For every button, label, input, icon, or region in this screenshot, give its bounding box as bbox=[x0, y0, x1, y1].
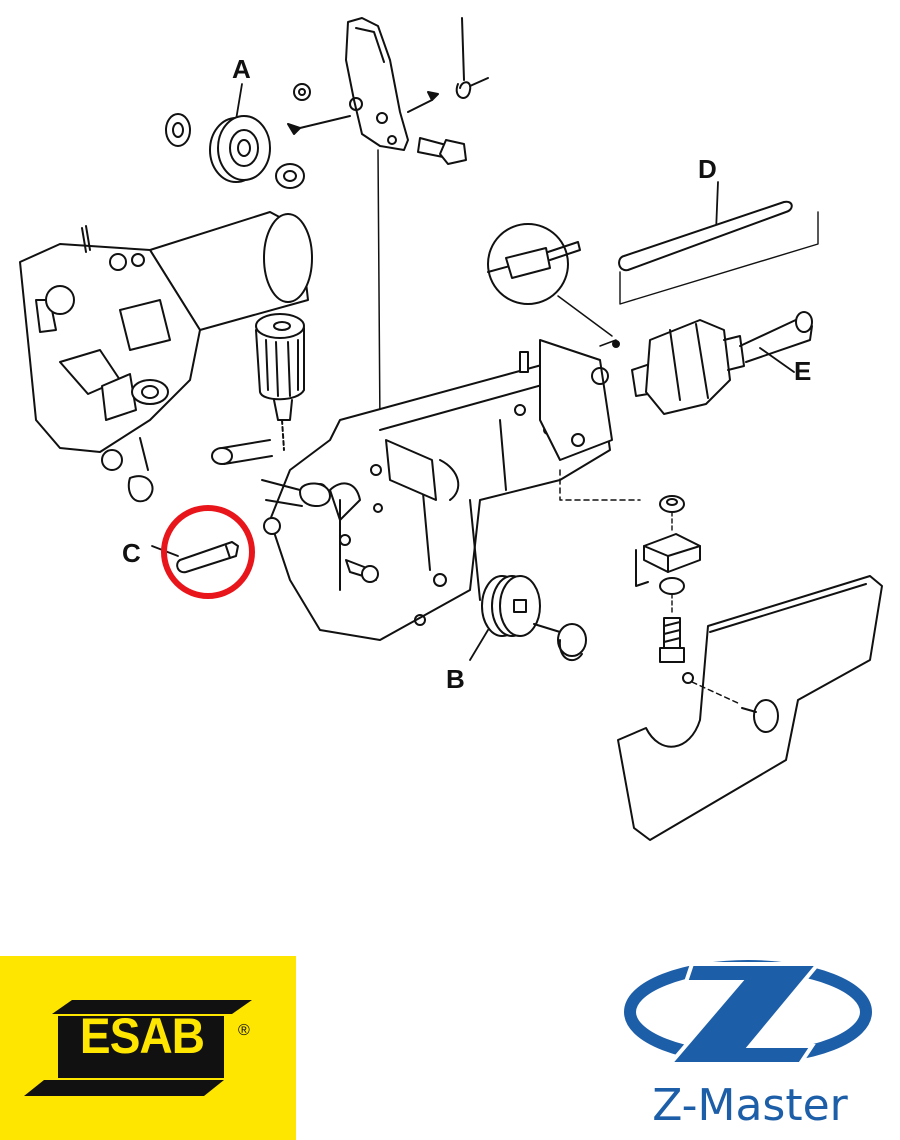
wire-feeder-exploded-diagram bbox=[19, 17, 883, 841]
inlet-guide-tube-d bbox=[618, 181, 819, 305]
pin-c-highlight-circle bbox=[161, 505, 255, 599]
side-cover-plate bbox=[617, 575, 883, 841]
zmaster-logo-mark bbox=[624, 960, 872, 1066]
label-c: C bbox=[122, 538, 141, 568]
esab-logo-mark bbox=[24, 1000, 252, 1096]
registered-mark: ® bbox=[238, 1022, 250, 1039]
label-d: D bbox=[698, 154, 717, 184]
pressure-roll-assembly-a bbox=[165, 83, 305, 189]
label-a: A bbox=[232, 54, 251, 84]
mounting-hardware-stack bbox=[635, 495, 701, 684]
label-b: B bbox=[446, 664, 465, 694]
outlet-nozzle-e bbox=[631, 311, 813, 415]
tension-arm-linkage bbox=[287, 17, 489, 431]
feeder-base-plate bbox=[211, 339, 641, 641]
drive-motor bbox=[19, 211, 313, 503]
esab-logo bbox=[0, 956, 296, 1140]
feed-roll-b bbox=[469, 575, 587, 662]
label-e: E bbox=[794, 356, 812, 386]
esab-wordmark: ESAB bbox=[79, 1008, 205, 1064]
inlet-guide-detail bbox=[487, 223, 613, 337]
adjustment-knob bbox=[255, 313, 305, 451]
zmaster-wordmark: Z-Master bbox=[652, 1080, 848, 1131]
